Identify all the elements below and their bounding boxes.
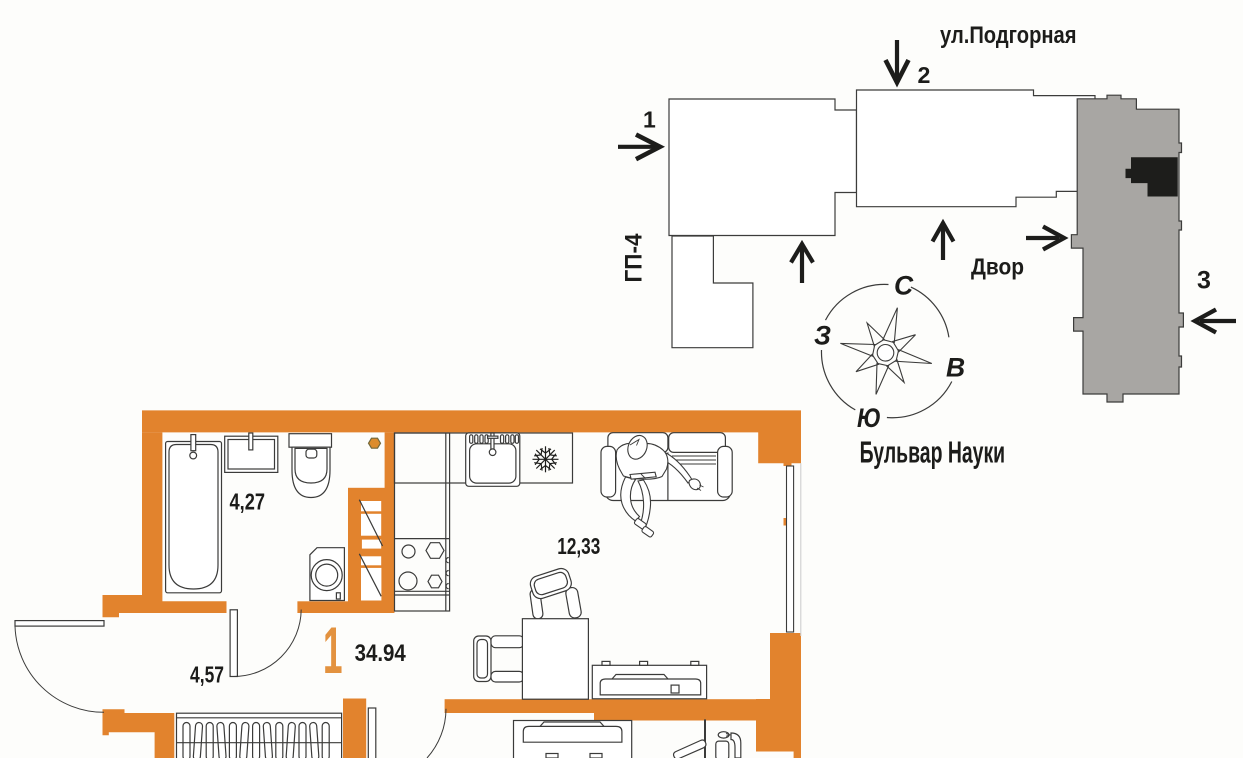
svg-text:2: 2 [918,62,931,88]
svg-text:1: 1 [323,613,343,687]
svg-text:Бульвар Науки: Бульвар Науки [860,435,1006,470]
svg-text:З: З [814,321,831,351]
svg-text:С: С [894,271,914,301]
svg-text:ул.Подгорная: ул.Подгорная [940,22,1077,49]
svg-text:3: 3 [1197,267,1211,295]
svg-text:Двор: Двор [971,254,1024,280]
svg-text:ГП-4: ГП-4 [621,233,648,283]
svg-text:4,57: 4,57 [190,662,224,688]
svg-text:34.94: 34.94 [355,641,407,667]
svg-text:В: В [946,353,965,383]
svg-text:12,33: 12,33 [557,533,600,559]
svg-text:Ю: Ю [857,403,881,433]
svg-text:4,27: 4,27 [230,488,266,514]
svg-text:1: 1 [643,106,656,132]
